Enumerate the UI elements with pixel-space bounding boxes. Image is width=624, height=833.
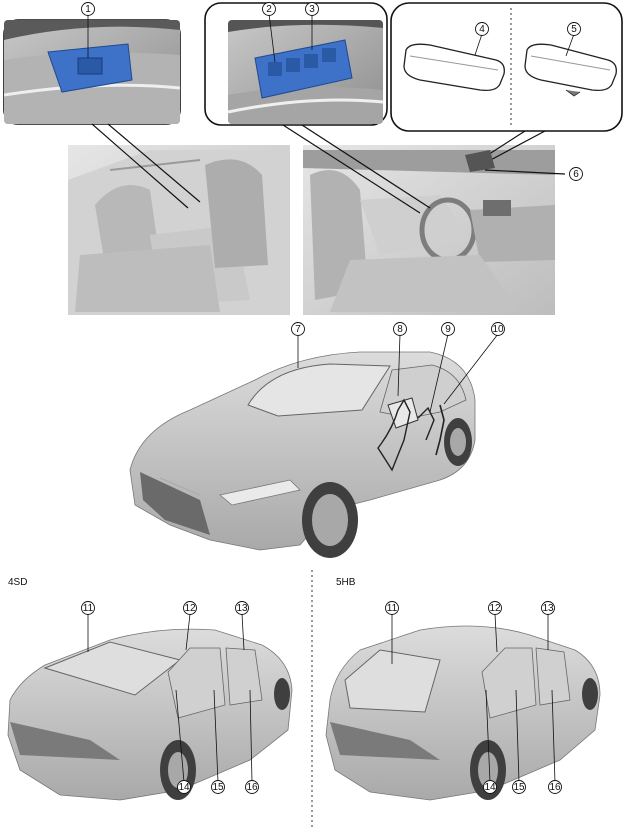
callout-11: 11 xyxy=(385,601,399,615)
callout-number: 2 xyxy=(266,4,272,15)
callout-number: 9 xyxy=(445,324,451,335)
callout-circle xyxy=(291,322,305,336)
callout-number: 1 xyxy=(85,4,91,15)
callout-16: 16 xyxy=(548,780,562,794)
rear-interior-photo xyxy=(68,145,290,315)
inset-rear-window-switch xyxy=(3,14,181,125)
callout-13: 13 xyxy=(541,601,555,615)
callout-4: 4 xyxy=(475,22,489,36)
callout-13: 13 xyxy=(235,601,249,615)
callout-15: 15 xyxy=(512,780,526,794)
front-interior-photo xyxy=(303,145,555,315)
callout-circle xyxy=(81,2,95,16)
callout-number: 6 xyxy=(573,169,579,180)
callout-5: 5 xyxy=(567,22,581,36)
front-car-illustration xyxy=(129,333,499,558)
callout-circle xyxy=(211,780,225,794)
callout-circle xyxy=(475,22,489,36)
callout-9: 9 xyxy=(441,322,455,336)
callout-circle xyxy=(235,601,249,615)
inset-leader-lines xyxy=(91,123,566,214)
callout-number: 14 xyxy=(484,782,496,793)
callout-number: 3 xyxy=(309,4,315,15)
callout-number: 13 xyxy=(542,603,554,614)
inset-rearview-mirrors xyxy=(390,2,623,132)
callout-circle xyxy=(569,167,583,181)
hatchback-rear-illustration xyxy=(325,613,601,801)
callout-circle xyxy=(245,780,259,794)
callout-circle xyxy=(441,322,455,336)
callout-7: 7 xyxy=(291,322,305,336)
callout-number: 14 xyxy=(178,782,190,793)
callout-number: 15 xyxy=(212,782,224,793)
callout-circle xyxy=(548,780,562,794)
callout-number: 11 xyxy=(387,603,398,614)
callout-number: 5 xyxy=(571,24,577,35)
callout-12: 12 xyxy=(488,601,502,615)
callout-number: 12 xyxy=(184,603,196,614)
interior-mirror-mount xyxy=(465,150,495,172)
callout-16: 16 xyxy=(245,780,259,794)
callout-number: 16 xyxy=(549,782,561,793)
callout-12: 12 xyxy=(183,601,197,615)
callout-circle xyxy=(567,22,581,36)
callout-3: 3 xyxy=(305,2,319,16)
callout-14: 14 xyxy=(483,780,497,794)
callout-11: 11 xyxy=(81,601,95,615)
callout-circle xyxy=(177,780,191,794)
callout-number: 12 xyxy=(489,603,501,614)
callout-circle xyxy=(305,2,319,16)
callout-6: 6 xyxy=(569,167,583,181)
callout-number: 13 xyxy=(236,603,248,614)
sedan-rear-illustration xyxy=(7,613,293,801)
callout-10: 10 xyxy=(491,322,505,336)
callout-circle xyxy=(81,601,95,615)
callout-number: 11 xyxy=(83,603,94,614)
callout-number: 7 xyxy=(295,324,301,335)
callout-2: 2 xyxy=(262,2,276,16)
callout-number: 10 xyxy=(492,324,504,335)
callout-circle xyxy=(488,601,502,615)
callout-8: 8 xyxy=(393,322,407,336)
callout-1: 1 xyxy=(81,2,95,16)
callout-circle xyxy=(385,601,399,615)
callout-number: 15 xyxy=(513,782,525,793)
variant-label-5hb: 5HB xyxy=(336,577,356,588)
callout-circle xyxy=(541,601,555,615)
callout-number: 4 xyxy=(479,24,485,35)
callout-14: 14 xyxy=(177,780,191,794)
callout-number: 16 xyxy=(246,782,258,793)
callout-15: 15 xyxy=(211,780,225,794)
callout-circle xyxy=(483,780,497,794)
callout-circle xyxy=(393,322,407,336)
callout-circle xyxy=(262,2,276,16)
callout-circle xyxy=(491,322,505,336)
callout-number: 8 xyxy=(397,324,403,335)
callout-circle xyxy=(183,601,197,615)
callout-circle xyxy=(512,780,526,794)
inset-driver-window-switches xyxy=(204,2,388,126)
variant-label-4sd: 4SD xyxy=(8,577,27,588)
